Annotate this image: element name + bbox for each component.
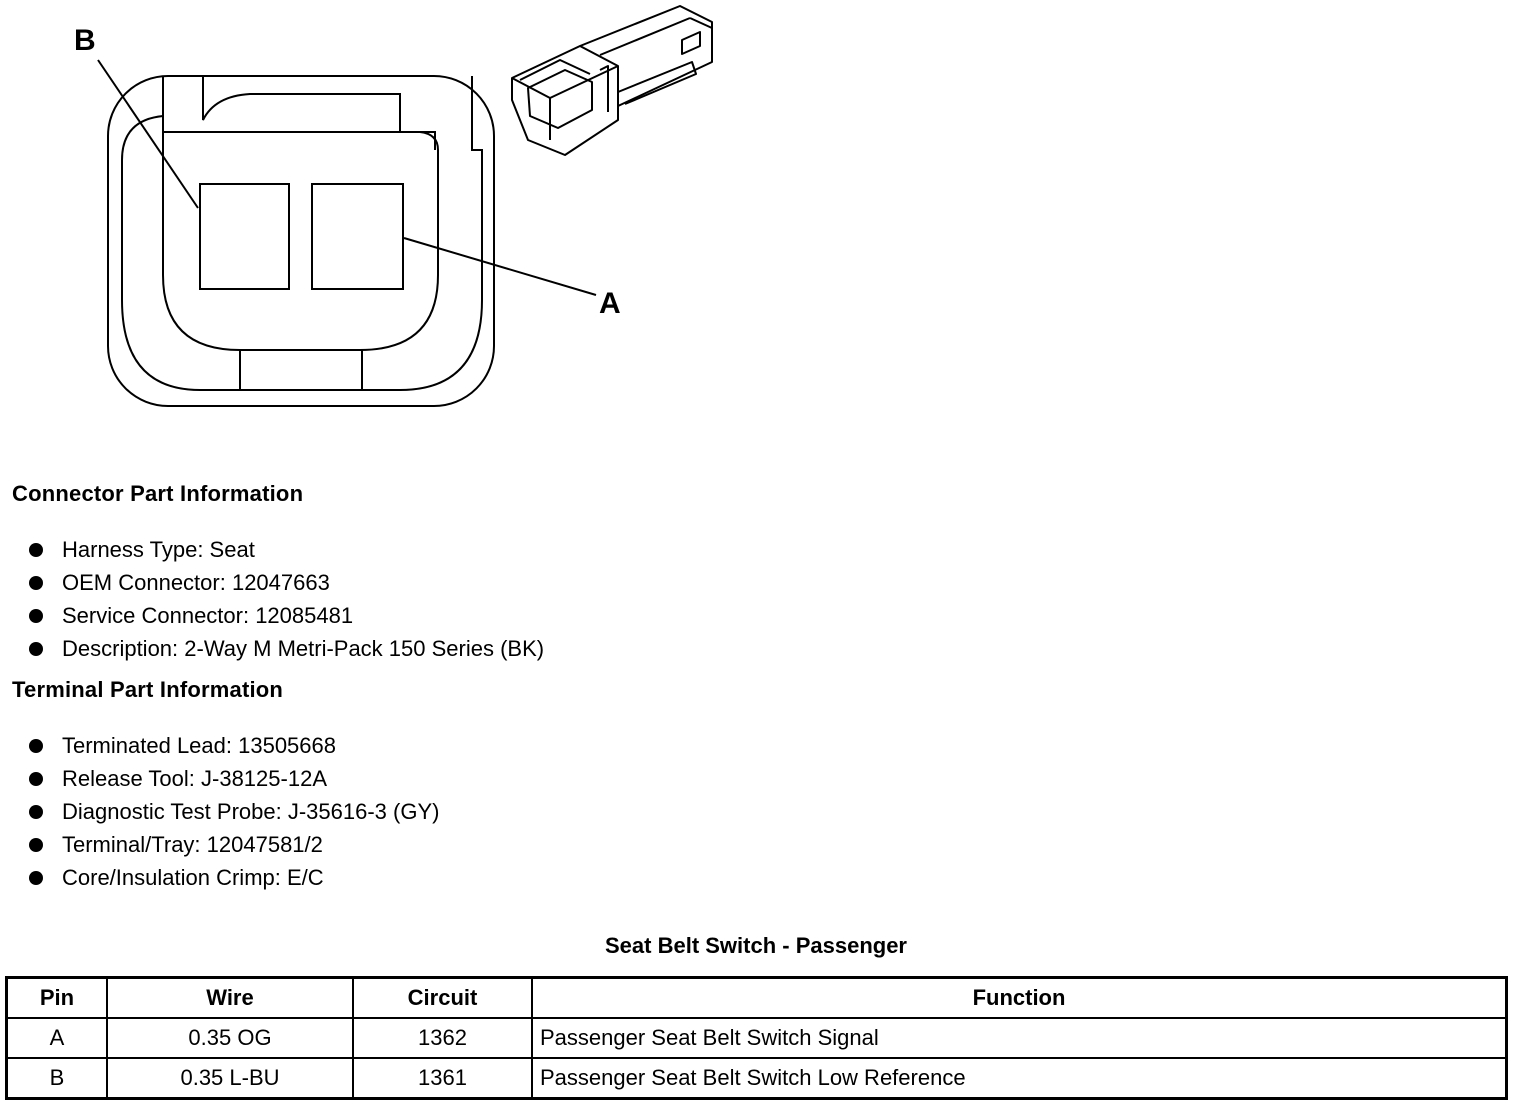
list-item: Service Connector: 12085481 — [28, 599, 544, 632]
callout-label-b: B — [74, 24, 96, 57]
terminal-part-info-list: Terminated Lead: 13505668 Release Tool: … — [28, 729, 439, 894]
list-item-text: Terminated Lead: 13505668 — [62, 733, 336, 758]
bullet-icon — [29, 576, 43, 590]
bullet-icon — [29, 838, 43, 852]
list-item: Release Tool: J-38125-12A — [28, 762, 439, 795]
terminal-cavity-a — [311, 183, 404, 290]
connector-3d-illustration — [511, 5, 713, 156]
table-header-row: Pin Wire Circuit Function — [5, 976, 1508, 1019]
bullet-icon — [29, 871, 43, 885]
list-item: Harness Type: Seat — [28, 533, 544, 566]
bullet-icon — [29, 543, 43, 557]
column-header-circuit: Circuit — [352, 976, 533, 1019]
callout-label-a: A — [599, 287, 621, 320]
list-item: Diagnostic Test Probe: J-35616-3 (GY) — [28, 795, 439, 828]
bullet-icon — [29, 739, 43, 753]
connector-bottom-key — [239, 349, 363, 391]
terminal-cavity-b — [199, 183, 290, 290]
bullet-icon — [29, 642, 43, 656]
pin-cell: A — [5, 1017, 108, 1059]
table-row: A 0.35 OG 1362 Passenger Seat Belt Switc… — [5, 1017, 1508, 1059]
pinout-table: Pin Wire Circuit Function A 0.35 OG 1362… — [5, 976, 1508, 1100]
list-item-text: Terminal/Tray: 12047581/2 — [62, 832, 323, 857]
list-item-text: Service Connector: 12085481 — [62, 603, 354, 628]
list-item-text: Core/Insulation Crimp: E/C — [62, 865, 324, 890]
column-header-function: Function — [531, 976, 1508, 1019]
bullet-icon — [29, 805, 43, 819]
circuit-cell: 1361 — [352, 1057, 533, 1100]
list-item-text: Diagnostic Test Probe: J-35616-3 (GY) — [62, 799, 440, 824]
list-item: OEM Connector: 12047663 — [28, 566, 544, 599]
list-item: Terminated Lead: 13505668 — [28, 729, 439, 762]
list-item-text: Harness Type: Seat — [62, 537, 255, 562]
connector-part-info-heading: Connector Part Information — [12, 481, 304, 506]
pin-cell: B — [5, 1057, 108, 1100]
bullet-icon — [29, 609, 43, 623]
function-cell: Passenger Seat Belt Switch Low Reference — [531, 1057, 1508, 1100]
list-item-text: OEM Connector: 12047663 — [62, 570, 330, 595]
function-cell: Passenger Seat Belt Switch Signal — [531, 1017, 1508, 1059]
list-item-text: Description: 2-Way M Metri-Pack 150 Seri… — [62, 636, 545, 661]
callout-leader-a — [403, 237, 597, 296]
terminal-part-info-heading: Terminal Part Information — [12, 677, 284, 702]
pinout-table-title: Seat Belt Switch - Passenger — [605, 933, 907, 958]
connector-housing-outline — [107, 75, 495, 407]
connector-top-latch — [202, 76, 436, 150]
callout-leader-b — [97, 59, 199, 209]
table-row: B 0.35 L-BU 1361 Passenger Seat Belt Swi… — [5, 1057, 1508, 1100]
connector-part-info-list: Harness Type: Seat OEM Connector: 120476… — [28, 533, 544, 665]
wire-cell: 0.35 OG — [106, 1017, 354, 1059]
list-item: Core/Insulation Crimp: E/C — [28, 861, 439, 894]
column-header-wire: Wire — [106, 976, 354, 1019]
bullet-icon — [29, 772, 43, 786]
list-item: Description: 2-Way M Metri-Pack 150 Seri… — [28, 632, 544, 665]
wire-cell: 0.35 L-BU — [106, 1057, 354, 1100]
terminal-cavity-frame — [162, 131, 439, 351]
column-header-pin: Pin — [5, 976, 108, 1019]
circuit-cell: 1362 — [352, 1017, 533, 1059]
list-item-text: Release Tool: J-38125-12A — [62, 766, 327, 791]
connector-face-diagram: B A — [74, 5, 713, 407]
connector-housing-inner — [121, 76, 483, 391]
list-item: Terminal/Tray: 12047581/2 — [28, 828, 439, 861]
